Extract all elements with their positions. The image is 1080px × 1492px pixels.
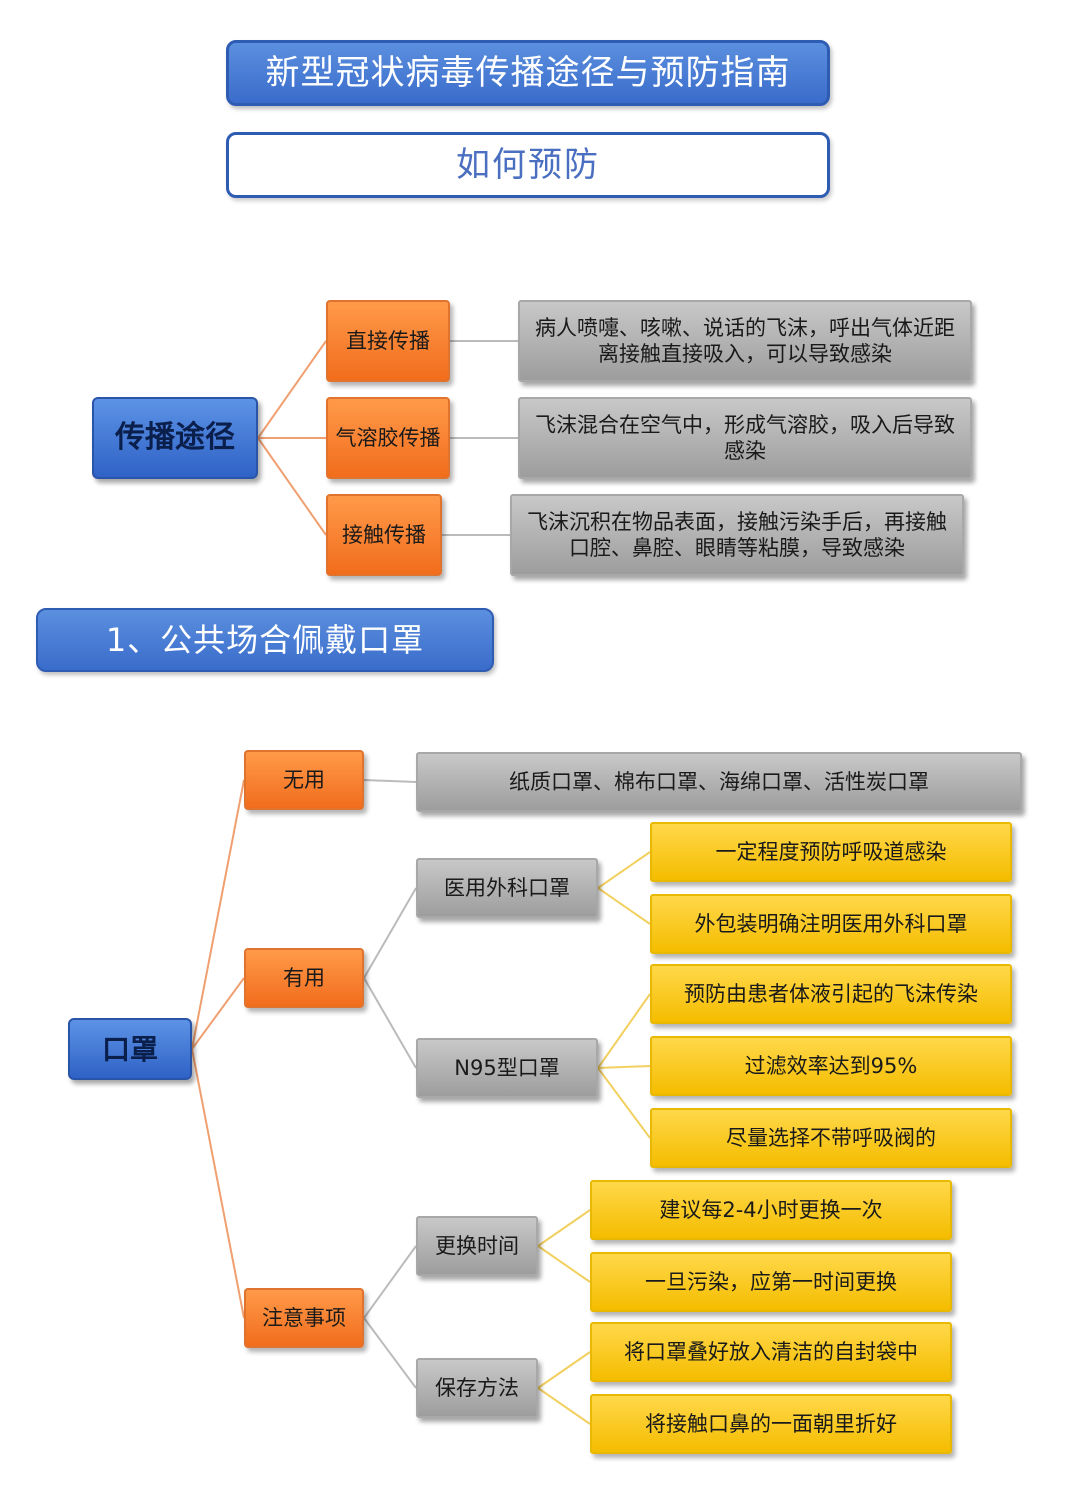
connector-replace-1 [537, 1209, 591, 1247]
connector-mask-notes [191, 1048, 245, 1319]
section-title-mask: 1、公共场合佩戴口罩 [36, 608, 494, 672]
connector-notes-replace [363, 1245, 417, 1319]
mask-useless-node: 无用 [244, 750, 364, 810]
connector-routes-direct [257, 340, 327, 439]
storage-point-2: 将接触口鼻的一面朝里折好 [590, 1394, 952, 1454]
connector-storage-2 [537, 1387, 591, 1425]
connector-surgical-2 [597, 887, 651, 925]
connector-n95-3 [597, 1067, 651, 1139]
mask-notes-node: 注意事项 [244, 1288, 364, 1348]
connector-mask-useless [191, 779, 245, 1050]
n95-point-2: 过滤效率达到95% [650, 1036, 1012, 1096]
storage-point-1: 将口罩叠好放入清洁的自封袋中 [590, 1322, 952, 1382]
page-title: 新型冠状病毒传播途径与预防指南 [226, 40, 830, 106]
connector-useful-surgical [363, 887, 417, 979]
connector-replace-2 [537, 1245, 591, 1283]
mask-replace-node: 更换时间 [416, 1216, 538, 1276]
connector-n95-1 [597, 993, 651, 1069]
surgical-point-1: 一定程度预防呼吸道感染 [650, 822, 1012, 882]
connector-notes-storage [363, 1317, 417, 1389]
connector-useless-desc [363, 779, 417, 783]
connector-useful-n95 [363, 977, 417, 1069]
page-subtitle: 如何预防 [226, 132, 830, 198]
route-contact-desc: 飞沫沉积在物品表面，接触污染手后，再接触口腔、鼻腔、眼睛等粘膜，导致感染 [510, 494, 964, 576]
connector-routes-contact [257, 437, 327, 536]
mask-useless-desc: 纸质口罩、棉布口罩、海绵口罩、活性炭口罩 [416, 752, 1022, 812]
route-contact-node: 接触传播 [326, 494, 442, 576]
replace-point-1: 建议每2-4小时更换一次 [590, 1180, 952, 1240]
mask-surgical-node: 医用外科口罩 [416, 858, 598, 918]
route-direct-node: 直接传播 [326, 300, 450, 382]
replace-point-2: 一旦污染，应第一时间更换 [590, 1252, 952, 1312]
mask-storage-node: 保存方法 [416, 1358, 538, 1418]
routes-root-node: 传播途径 [92, 397, 258, 479]
mask-useful-node: 有用 [244, 948, 364, 1008]
route-aerosol-node: 气溶胶传播 [326, 397, 450, 479]
route-aerosol-desc: 飞沫混合在空气中，形成气溶胶，吸入后导致感染 [518, 397, 972, 479]
n95-point-3: 尽量选择不带呼吸阀的 [650, 1108, 1012, 1168]
route-direct-desc: 病人喷嚏、咳嗽、说话的飞沫，呼出气体近距离接触直接吸入，可以导致感染 [518, 300, 972, 382]
mask-n95-node: N95型口罩 [416, 1038, 598, 1098]
surgical-point-2: 外包装明确注明医用外科口罩 [650, 894, 1012, 954]
n95-point-1: 预防由患者体液引起的飞沫传染 [650, 964, 1012, 1024]
connector-n95-2 [597, 1065, 651, 1069]
mask-root-node: 口罩 [68, 1018, 192, 1080]
connector-mask-useful [191, 977, 245, 1050]
connector-surgical-1 [597, 851, 651, 889]
connector-storage-1 [537, 1351, 591, 1389]
